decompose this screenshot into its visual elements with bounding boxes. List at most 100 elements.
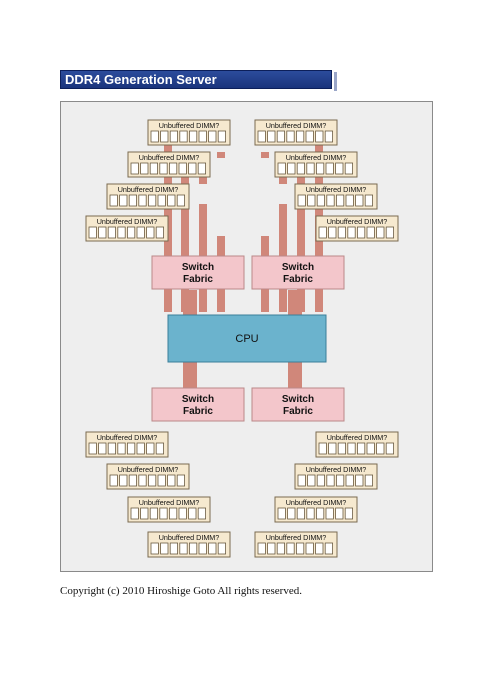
- dram-chip: [286, 542, 295, 555]
- dram-chip: [335, 474, 345, 487]
- dram-chip: [356, 226, 366, 239]
- dram-chip: [107, 442, 116, 455]
- dram-chip: [150, 542, 159, 555]
- cpu-link-1: [288, 290, 302, 316]
- dram-chip: [128, 194, 137, 207]
- dram-chip: [295, 130, 305, 143]
- dram-chip: [107, 226, 116, 239]
- dram-chip: [149, 507, 158, 520]
- cpu-link-3: [288, 362, 302, 388]
- dram-chip: [344, 162, 354, 175]
- dram-chip: [287, 507, 296, 520]
- dimm-label: Unbuffered DIMM?: [266, 121, 327, 130]
- dram-chip: [188, 542, 198, 555]
- dram-chip: [88, 226, 97, 239]
- dram-chip: [130, 162, 139, 175]
- dram-chip: [315, 542, 324, 555]
- dram-chip: [146, 226, 155, 239]
- dram-chip: [347, 226, 356, 239]
- cpu-label: CPU: [235, 333, 258, 345]
- dram-chip: [147, 474, 157, 487]
- dram-chip: [267, 130, 276, 143]
- cpu-link-0: [183, 290, 197, 316]
- dimm-label: Unbuffered DIMM?: [139, 153, 200, 162]
- dimm-label: Unbuffered DIMM?: [118, 185, 179, 194]
- dram-chip: [315, 507, 325, 520]
- dimm-label: Unbuffered DIMM?: [97, 433, 158, 442]
- dram-chip: [337, 226, 347, 239]
- dram-chip: [276, 130, 286, 143]
- dram-chip: [335, 507, 344, 520]
- dram-chip: [306, 162, 315, 175]
- dram-chip: [159, 162, 168, 175]
- dram-chip: [335, 162, 344, 175]
- cpu-link-2: [183, 362, 197, 388]
- dram-chip: [297, 474, 306, 487]
- switch-label: Switch: [282, 394, 314, 405]
- dram-chip: [188, 507, 197, 520]
- dram-chip: [257, 542, 266, 555]
- dram-chip: [364, 474, 374, 487]
- dram-chip: [198, 130, 207, 143]
- dram-chip: [376, 442, 385, 455]
- dram-chip: [315, 130, 324, 143]
- dram-chip: [267, 542, 276, 555]
- dram-chip: [366, 442, 375, 455]
- dram-chip: [325, 507, 334, 520]
- dimm-label: Unbuffered DIMM?: [266, 533, 327, 542]
- dram-chip: [140, 162, 149, 175]
- dimm-label: Unbuffered DIMM?: [327, 433, 388, 442]
- dram-chip: [176, 194, 185, 207]
- dram-chip: [98, 442, 107, 455]
- dram-chip: [149, 162, 158, 175]
- dram-chip: [109, 194, 118, 207]
- dram-chip: [136, 226, 145, 239]
- dram-chip: [88, 442, 97, 455]
- dram-chip: [345, 194, 354, 207]
- dram-chip: [324, 130, 334, 143]
- copyright-notice: Copyright (c) 2010 Hiroshige Goto All ri…: [60, 585, 302, 597]
- dram-chip: [306, 507, 315, 520]
- dram-chip: [127, 442, 136, 455]
- dram-chip: [335, 194, 345, 207]
- dimm-label: Unbuffered DIMM?: [286, 153, 347, 162]
- dram-chip: [366, 226, 375, 239]
- dram-chip: [364, 194, 374, 207]
- dimm-label: Unbuffered DIMM?: [306, 185, 367, 194]
- dram-chip: [138, 194, 147, 207]
- dram-chip: [167, 474, 176, 487]
- dram-chip: [176, 474, 185, 487]
- dram-chip: [147, 194, 157, 207]
- dram-chip: [345, 474, 354, 487]
- dram-chip: [109, 474, 118, 487]
- dram-chip: [318, 226, 327, 239]
- dimm-label: Unbuffered DIMM?: [159, 121, 220, 130]
- dram-chip: [307, 194, 316, 207]
- memory-channel-4: [261, 152, 269, 158]
- switch-fabric-3: [251, 387, 345, 422]
- diagram-title: DDR4 Generation Server: [65, 72, 217, 87]
- switch-label: Fabric: [283, 274, 313, 285]
- switch-label: Switch: [282, 262, 314, 273]
- dram-chip: [179, 130, 188, 143]
- dram-chip: [296, 507, 306, 520]
- cpu-box: [167, 314, 327, 363]
- memory-channel-3: [217, 152, 225, 158]
- dimm-label: Unbuffered DIMM?: [306, 465, 367, 474]
- dram-chip: [117, 442, 126, 455]
- dram-chip: [169, 542, 178, 555]
- dram-chip: [127, 226, 136, 239]
- dram-chip: [326, 474, 335, 487]
- dimm-label: Unbuffered DIMM?: [118, 465, 179, 474]
- dram-chip: [117, 226, 126, 239]
- dram-chip: [307, 474, 316, 487]
- dram-chip: [316, 474, 326, 487]
- memory-channel-14: [297, 171, 305, 312]
- dram-chip: [140, 507, 149, 520]
- dram-chip: [169, 130, 178, 143]
- dram-chip: [198, 542, 207, 555]
- dram-chip: [159, 507, 168, 520]
- dram-chip: [324, 542, 334, 555]
- dram-chip: [168, 162, 178, 175]
